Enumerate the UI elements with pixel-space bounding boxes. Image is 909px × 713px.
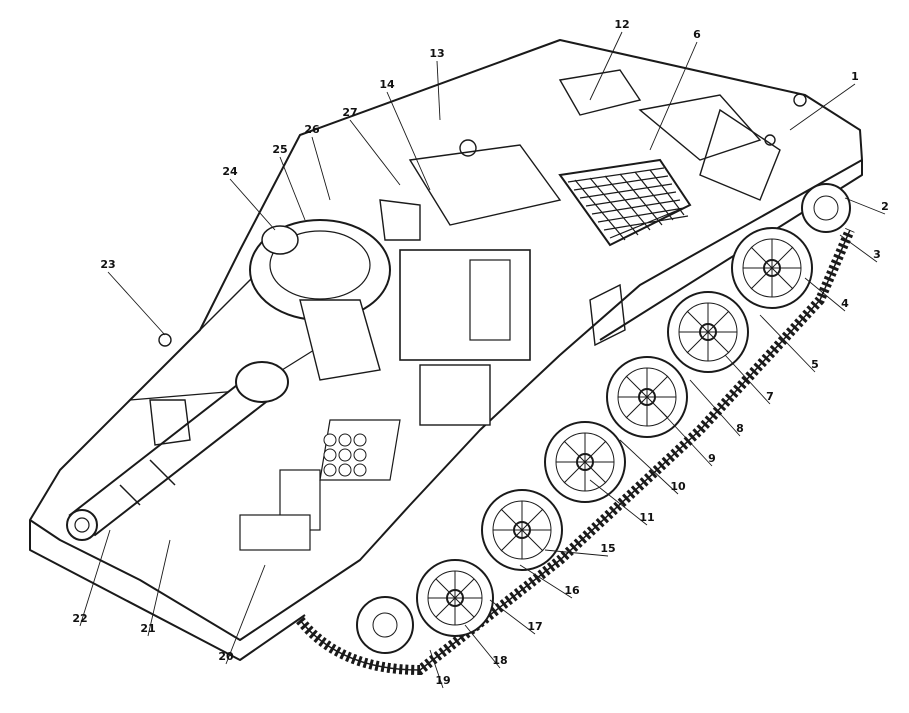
leader-line-2 — [844, 197, 886, 215]
callout-number-25: 25 — [272, 143, 287, 156]
callout-number-21: 21 — [140, 622, 155, 635]
callout-number-17: 17 — [527, 620, 542, 633]
engine-grille — [558, 158, 692, 247]
callout-number-10: 10 — [670, 480, 686, 493]
leader-line-9 — [659, 409, 713, 467]
ammo-rack — [323, 433, 367, 477]
rear-deck-fittings — [149, 69, 807, 446]
callout-number-3: 3 — [873, 248, 881, 261]
gun-barrel — [66, 361, 289, 541]
leader-line-26 — [311, 136, 331, 201]
leader-line-19 — [429, 649, 444, 689]
leader-line-27 — [349, 119, 401, 186]
leader-line-10 — [619, 439, 679, 495]
leader-line-8 — [689, 379, 741, 437]
leader-line-7 — [724, 354, 771, 405]
callout-labels: 1234567891011121314151617181920212223242… — [72, 18, 888, 687]
sprocket-wheel — [801, 183, 851, 233]
callout-number-2: 2 — [881, 200, 889, 213]
leader-line-21 — [147, 539, 171, 637]
callout-number-19: 19 — [435, 674, 450, 687]
callout-number-5: 5 — [811, 358, 819, 371]
leader-line-16 — [519, 564, 573, 599]
callout-number-9: 9 — [708, 452, 716, 465]
callout-number-1: 1 — [851, 70, 859, 83]
leader-line-12 — [589, 31, 623, 101]
callout-number-24: 24 — [222, 165, 238, 178]
leader-line-11 — [589, 479, 648, 526]
callout-number-12: 12 — [614, 18, 629, 31]
leader-line-25 — [279, 156, 306, 221]
leader-line-18 — [464, 624, 501, 669]
callout-number-7: 7 — [766, 390, 774, 403]
callout-number-20: 20 — [218, 650, 234, 663]
callout-number-6: 6 — [693, 28, 701, 41]
leader-lines — [79, 31, 886, 689]
callout-number-11: 11 — [639, 511, 654, 524]
leader-line-15 — [544, 549, 609, 557]
track — [296, 228, 855, 676]
leader-line-22 — [79, 529, 111, 627]
leader-line-24 — [229, 178, 276, 231]
callout-number-18: 18 — [492, 654, 507, 667]
callout-number-15: 15 — [600, 542, 615, 555]
callout-number-16: 16 — [564, 584, 580, 597]
leader-line-5 — [759, 314, 816, 373]
callout-number-4: 4 — [841, 297, 849, 310]
idler-wheel — [356, 596, 414, 654]
leader-line-20 — [225, 564, 266, 665]
turret — [239, 219, 531, 551]
leader-line-23 — [107, 271, 166, 336]
leader-line-6 — [649, 41, 698, 151]
leader-line-4 — [804, 277, 846, 312]
leader-line-14 — [386, 91, 431, 191]
wheel-spokes — [428, 239, 801, 625]
callout-number-14: 14 — [379, 78, 395, 91]
callout-number-26: 26 — [304, 123, 320, 136]
callout-number-22: 22 — [72, 612, 87, 625]
leader-line-1 — [789, 83, 856, 131]
leader-line-13 — [436, 60, 441, 121]
callout-number-27: 27 — [342, 106, 357, 119]
callout-number-8: 8 — [736, 422, 744, 435]
leader-line-3 — [839, 234, 878, 263]
callout-number-13: 13 — [429, 47, 444, 60]
callout-number-23: 23 — [100, 258, 115, 271]
leader-line-17 — [489, 599, 536, 635]
